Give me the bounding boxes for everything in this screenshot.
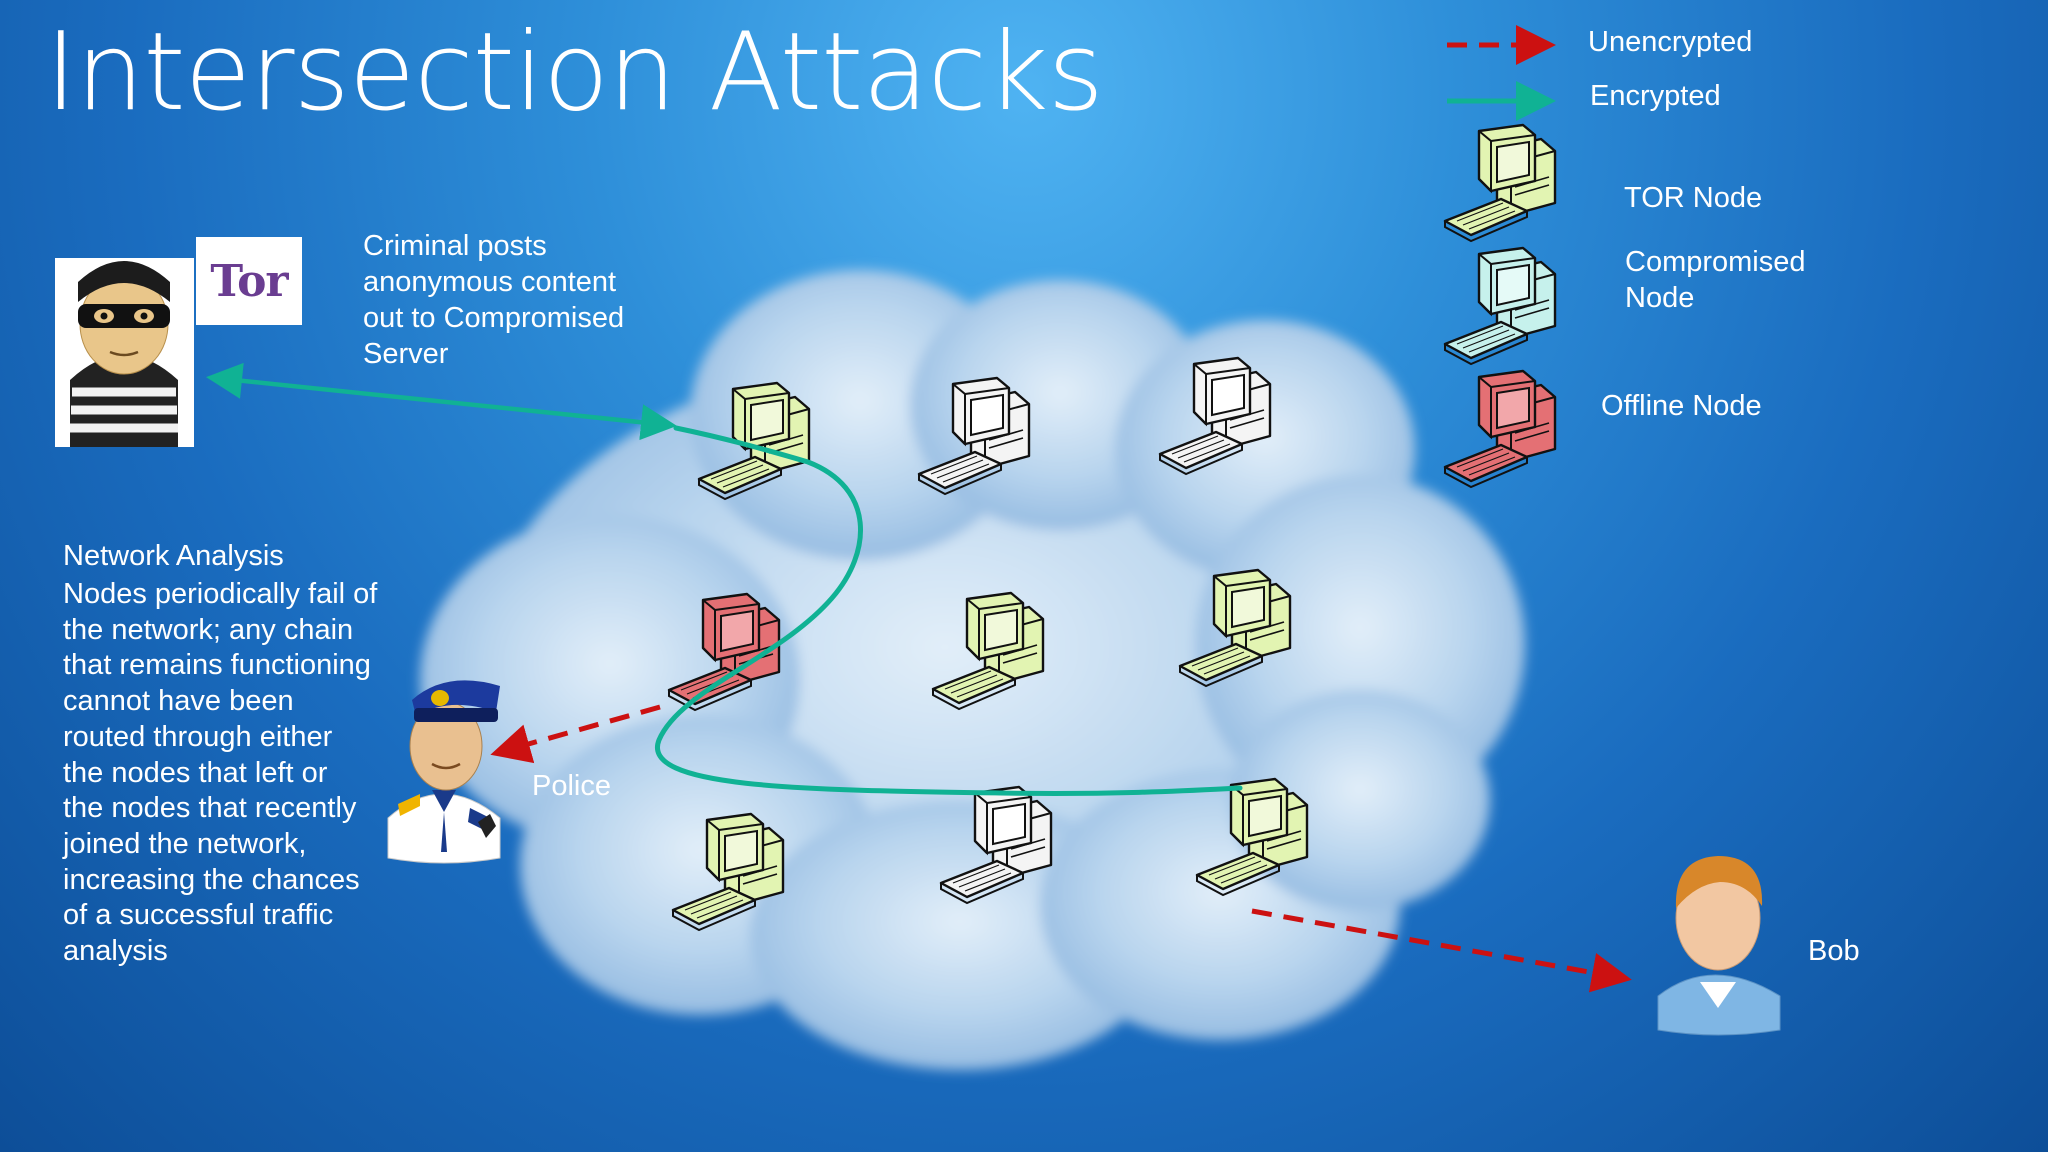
bob-label: Bob — [1808, 935, 1860, 967]
legend-tor-node-label: TOR Node — [1624, 182, 1763, 214]
network-analysis-body: Nodes periodically fail of the network; … — [63, 578, 378, 968]
police-avatar — [387, 680, 501, 864]
legend-encrypted-label: Encrypted — [1590, 80, 1721, 112]
legend-compromised-node-icon — [1443, 246, 1557, 366]
tor-logo-text: Tor — [210, 255, 288, 307]
slide-title: Intersection Attacks — [45, 10, 1104, 135]
criminal-avatar — [55, 258, 194, 447]
tor-logo: Tor — [196, 237, 302, 325]
encrypted-circuit-path — [655, 425, 1243, 796]
police-label: Police — [532, 770, 611, 802]
legend-offline-node-label: Offline Node — [1601, 390, 1762, 422]
legend-offline-node-icon — [1443, 369, 1557, 489]
legend-unencrypted-label: Unencrypted — [1588, 26, 1753, 58]
network-analysis-title: Network Analysis — [63, 540, 284, 572]
unencrypted-link-police — [490, 704, 661, 764]
legend-compromised-node-label: Compromised Node — [1625, 246, 1806, 314]
criminal-callout: Criminal posts anonymous content out to … — [363, 230, 625, 370]
legend-tor-node-icon — [1443, 123, 1557, 243]
encrypted-link-criminal — [206, 362, 677, 441]
bob-avatar — [1657, 856, 1781, 1036]
